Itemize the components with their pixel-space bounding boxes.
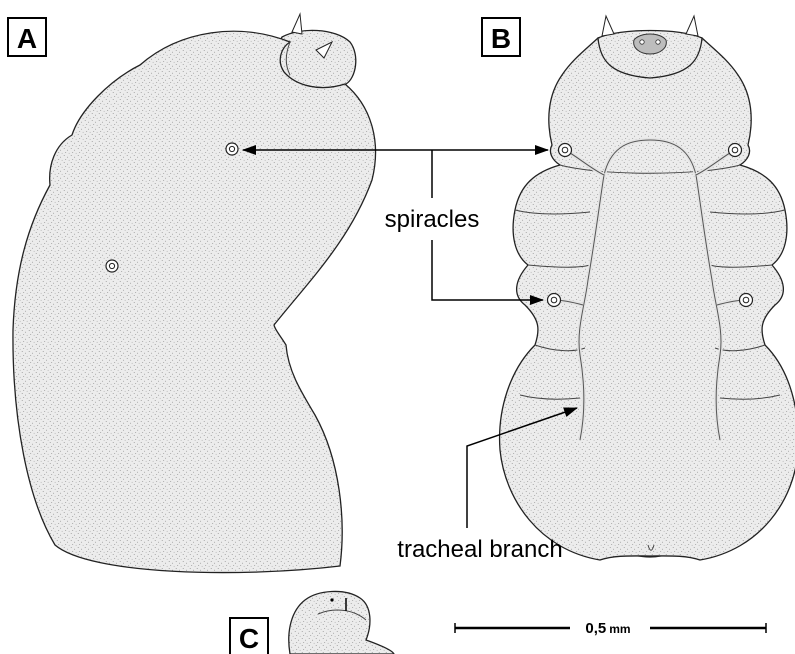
panel-b-spiracle-4 <box>740 294 753 307</box>
panel-a-spiracle-2 <box>106 260 118 272</box>
panel-b-label: B <box>491 23 511 54</box>
panel-b-label-box: B <box>482 18 520 56</box>
panel-c-body-outline <box>289 591 394 654</box>
panel-b-mouthparts <box>634 34 667 54</box>
scale-bar-value: 0,5 <box>585 620 606 637</box>
panel-b-spiracle-3 <box>548 294 561 307</box>
panel-b-spiracle-2 <box>729 144 742 157</box>
panel-a-label: A <box>17 23 37 54</box>
scale-bar-unit: mm <box>609 622 630 636</box>
panel-b-antenna-left <box>602 16 614 36</box>
panel-a-antenna <box>292 14 302 34</box>
panel-a-body-outline <box>13 31 376 572</box>
panel-c-label-box: C <box>230 618 268 654</box>
panel-b-spiracle-1 <box>559 144 572 157</box>
panel-a-larva-lateral <box>13 14 376 573</box>
panel-a-spiracle-1 <box>226 143 238 155</box>
panel-b-antenna-right <box>686 16 698 36</box>
panel-b-larva-ventral <box>500 16 795 560</box>
spiracles-label: spiracles <box>385 206 480 233</box>
tracheal-branch-label: tracheal branch <box>397 536 562 563</box>
panel-c-larva <box>289 591 394 654</box>
panel-a-label-box: A <box>8 18 46 56</box>
panel-c-label: C <box>239 623 259 654</box>
